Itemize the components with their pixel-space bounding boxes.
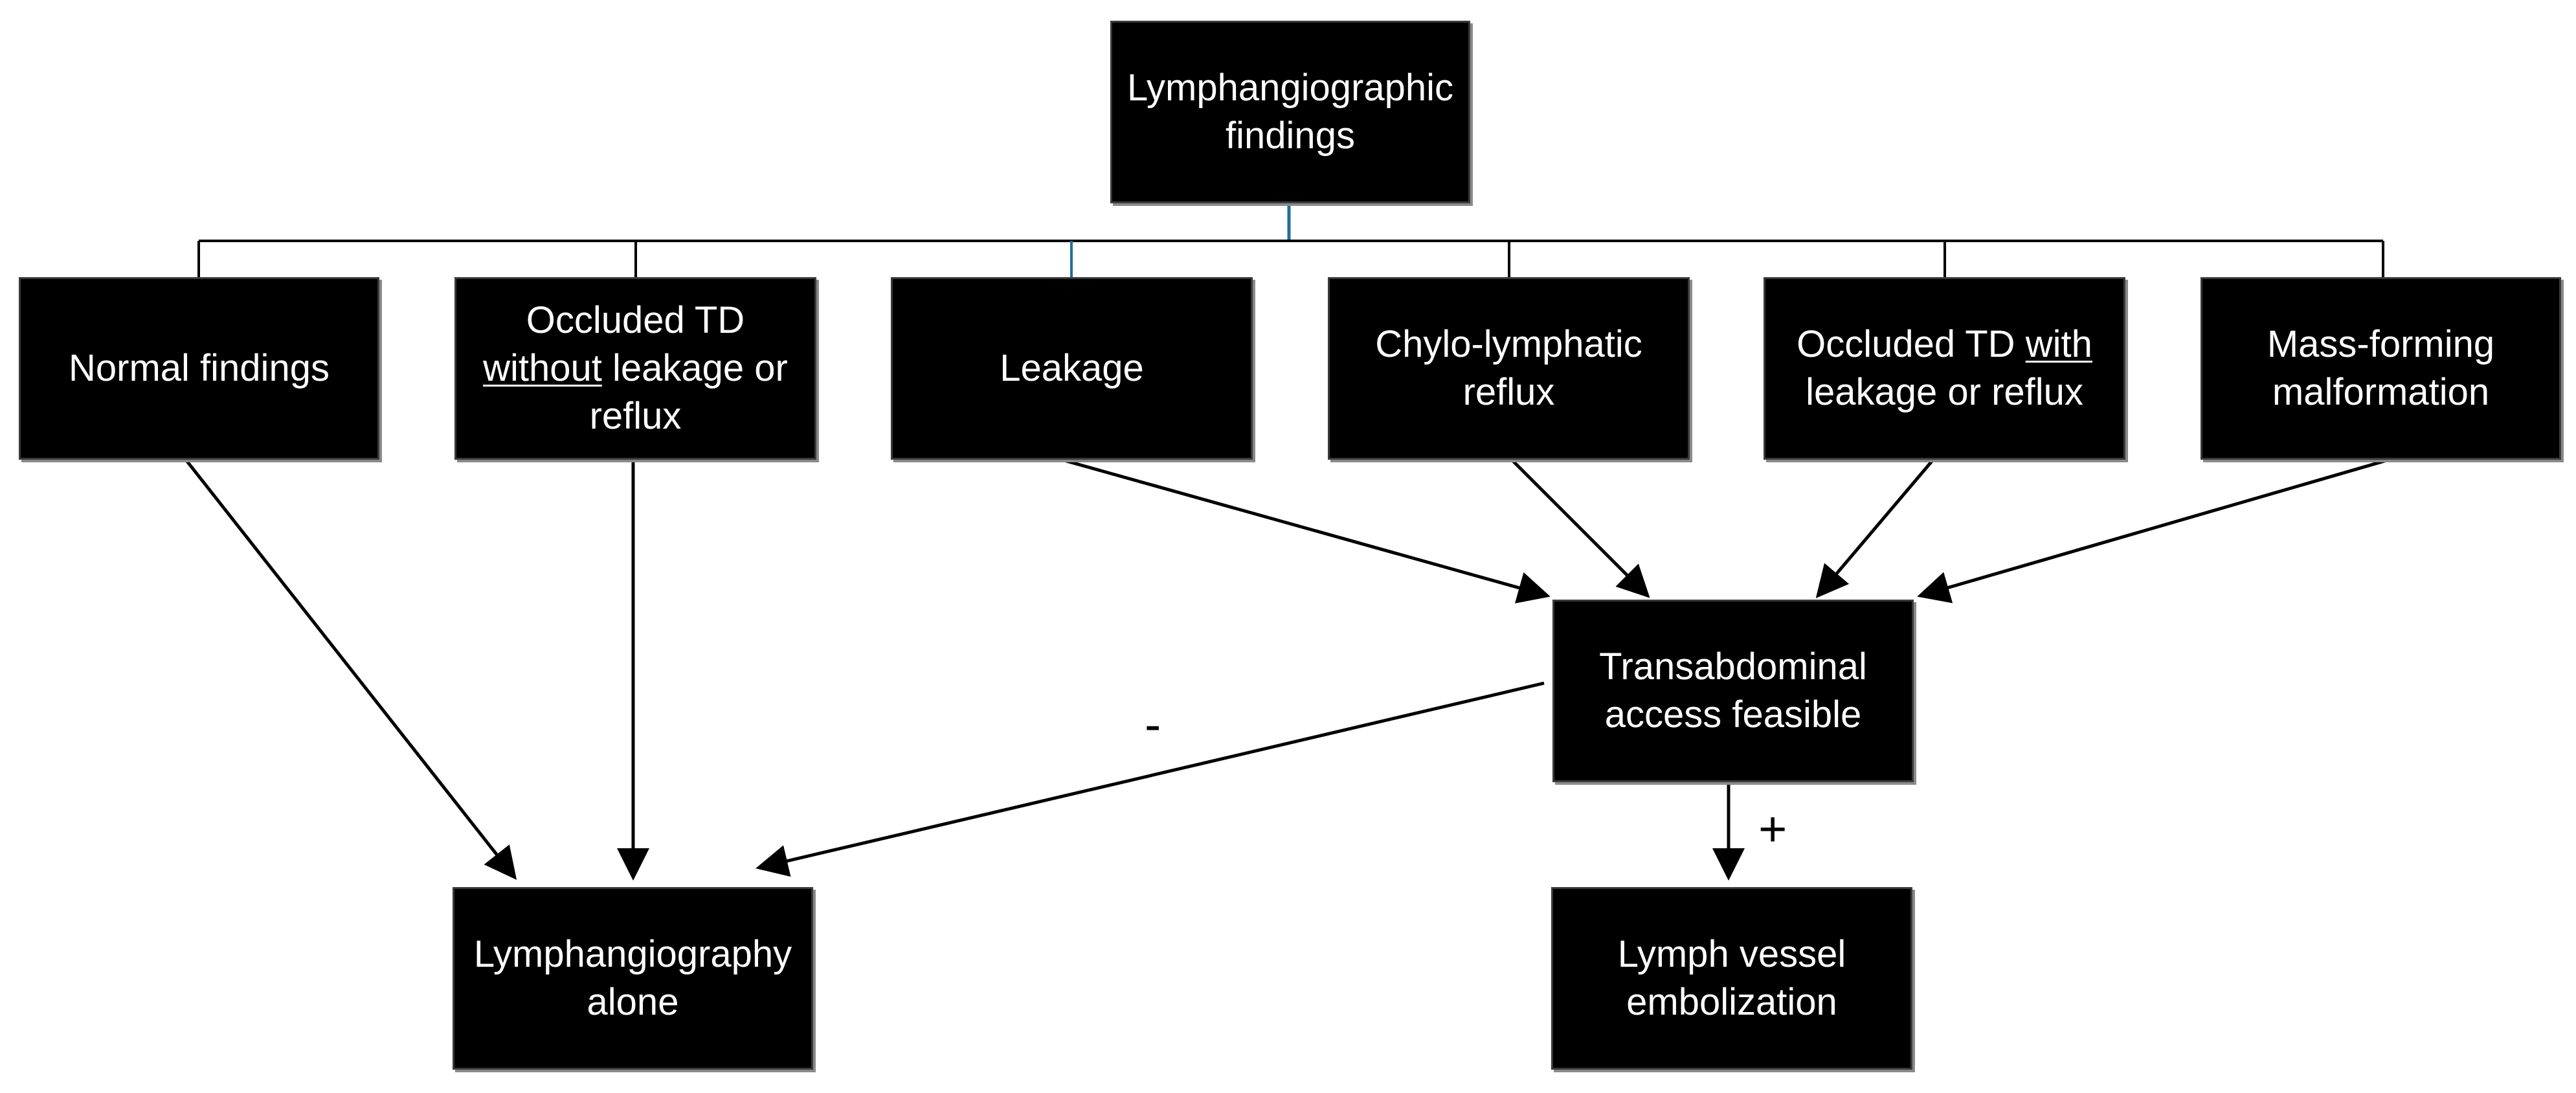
- occluded-without-line-2-rest: leakage or: [601, 347, 788, 389]
- arrow-chylo-to-transabdominal: [1510, 458, 1650, 598]
- arrows: [185, 458, 2390, 881]
- transabdominal-line-2: access feasible: [1604, 693, 1862, 736]
- lymphangiography-alone-line-2: alone: [587, 981, 679, 1023]
- lymphangiography-alone-line-1: Lymphangiography: [473, 933, 792, 975]
- embolization-line-2: embolization: [1626, 981, 1837, 1023]
- node-lymphangiography-alone: Lymphangiography alone: [453, 887, 813, 1070]
- node-occluded-td-without-leakage: Occluded TD without leakage or reflux: [454, 277, 816, 460]
- chylo-line-2: reflux: [1462, 371, 1555, 413]
- occluded-with-line-2: leakage or reflux: [1806, 371, 2083, 413]
- node-normal-findings: Normal findings: [19, 277, 379, 460]
- category-bracket: [197, 203, 2384, 277]
- root-node-line-1: Lymphangiographic: [1126, 67, 1454, 109]
- edge-label-negative: -: [1145, 697, 1161, 752]
- node-occluded-td-with-leakage: Occluded TD with leakage or reflux: [1764, 277, 2125, 460]
- occluded-without-underlined-word: without: [483, 347, 602, 389]
- chylo-line-1: Chylo-lymphatic: [1375, 323, 1642, 365]
- mass-line-1: Mass-forming: [2267, 323, 2495, 365]
- node-mass-forming-malformation: Mass-forming malformation: [2201, 277, 2561, 460]
- arrow-normal-to-lymphangiography-alone: [185, 458, 517, 880]
- occluded-without-line-1: Occluded TD: [526, 299, 745, 341]
- root-node-line-2: findings: [1226, 115, 1355, 157]
- node-transabdominal-access-feasible: Transabdominal access feasible: [1552, 600, 1914, 782]
- node-chylo-lymphatic-reflux: Chylo-lymphatic reflux: [1328, 277, 1690, 460]
- arrow-mass-to-transabdominal: [1917, 458, 2390, 603]
- occluded-without-line-3: reflux: [589, 395, 682, 437]
- edge-label-positive: +: [1758, 802, 1787, 857]
- node-lymph-vessel-embolization: Lymph vessel embolization: [1551, 887, 1912, 1070]
- arrow-transabdominal-negative-to-lymphangiography-alone: [756, 681, 1545, 877]
- embolization-line-1: Lymph vessel: [1617, 933, 1846, 975]
- arrow-occluded-with-to-transabdominal: [1815, 458, 1934, 598]
- occluded-with-underlined-word: with: [2025, 323, 2092, 365]
- leakage-label: Leakage: [1000, 347, 1144, 389]
- normal-findings-label: Normal findings: [69, 347, 330, 389]
- mass-line-2: malformation: [2272, 371, 2490, 413]
- node-leakage: Leakage: [891, 277, 1253, 460]
- root-node-lymphangiographic-findings: Lymphangiographic findings: [1110, 21, 1470, 203]
- occluded-with-line-1-prefix: Occluded TD: [1797, 323, 2026, 365]
- transabdominal-line-1: Transabdominal: [1599, 646, 1867, 688]
- arrow-leakage-to-transabdominal: [1061, 458, 1551, 603]
